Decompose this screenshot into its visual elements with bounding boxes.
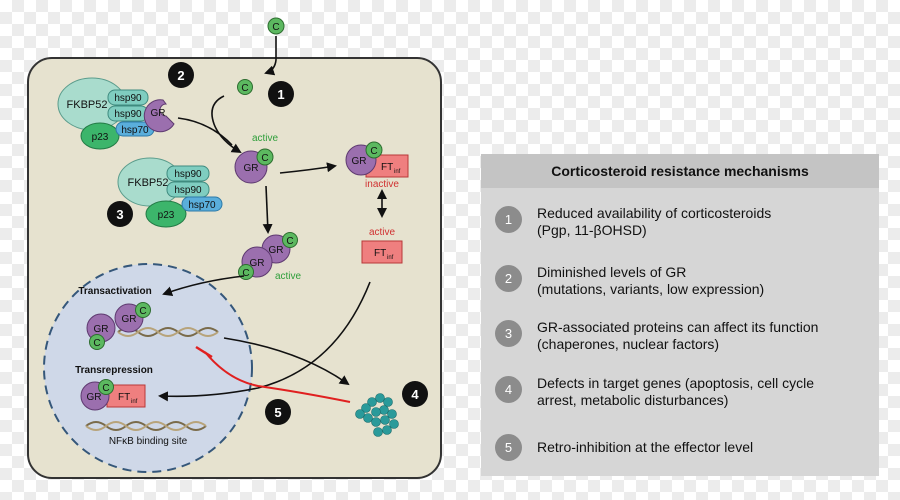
svg-text:C: C: [241, 83, 248, 94]
complex-release-line: [177, 117, 233, 146]
svg-text:3: 3: [116, 207, 123, 222]
mechanism-text: Reduced availability of corticosteroids(…: [537, 205, 772, 238]
gr-ft-complex-nucleus: FT inf GR C: [80, 379, 146, 411]
mechanism-number-badge: 3: [495, 320, 522, 347]
step-marker-4: 4: [402, 381, 428, 407]
mechanism-item: 4 Defects in target genes (apoptosis, ce…: [495, 375, 867, 409]
mechanism-item: 5 Retro-inhibition at the effector level: [495, 434, 867, 461]
gr-to-ft-arrow: [279, 162, 337, 174]
gr-dimer-on-dna: GR C GR C: [86, 302, 151, 350]
transrepression-label: Transrepression: [75, 365, 153, 376]
svg-text:GR: GR: [244, 163, 259, 174]
mechanism-number-badge: 4: [495, 376, 522, 403]
nuclear-entry-arrow: [162, 275, 245, 296]
svg-text:GR: GR: [269, 245, 284, 256]
svg-text:GR: GR: [94, 324, 109, 335]
svg-text:hsp90: hsp90: [174, 169, 202, 180]
svg-text:GR: GR: [122, 314, 137, 325]
ft-inactive-label: inactive: [365, 179, 399, 190]
mechanism-text: Defects in target genes (apoptosis, cell…: [537, 375, 815, 408]
step-marker-5: 5: [265, 399, 291, 425]
svg-text:5: 5: [274, 405, 281, 420]
mechanism-text: Diminished levels of GR(mutations, varia…: [537, 264, 765, 297]
release-arrow: [211, 95, 242, 154]
svg-text:GR: GR: [250, 258, 265, 269]
ligand-extracellular: C: [267, 17, 285, 35]
svg-text:GR: GR: [352, 156, 367, 167]
nfkb-binding-site-label: NFκB binding site: [109, 436, 188, 447]
svg-text:hsp90: hsp90: [114, 93, 142, 104]
svg-text:GR: GR: [87, 392, 102, 403]
panel-title: Corticosteroid resistance mechanisms: [481, 154, 879, 188]
step-marker-1: 1: [268, 81, 294, 107]
svg-text:C: C: [261, 153, 268, 164]
mechanism-item: 3 GR-associated proteins can affect its …: [495, 319, 867, 353]
svg-text:C: C: [139, 306, 146, 317]
inhibition-bar: [195, 345, 213, 359]
svg-text:hsp90: hsp90: [114, 109, 142, 120]
mechanism-number-badge: 1: [495, 206, 522, 233]
chaperone-complex-with-gr: FKBP52 p23 hsp90 hsp90 hsp70 GR: [57, 77, 175, 150]
gr-dimer-active-label: active: [275, 271, 302, 282]
mechanism-number-badge: 2: [495, 265, 522, 292]
transcription-arrow: [223, 337, 350, 386]
gr-translocation-arrow: [262, 185, 273, 234]
svg-text:FT: FT: [374, 248, 386, 259]
dna-transactivation: [117, 327, 219, 337]
svg-text:C: C: [286, 236, 293, 247]
chaperone-complex-free: FKBP52 p23 hsp90 hsp90 hsp70: [117, 157, 223, 228]
retro-inhibition-line: [204, 351, 351, 403]
mechanism-item: 2 Diminished levels of GR(mutations, var…: [495, 264, 867, 298]
gr-ft-complex-inactive: FT inf GR C: [345, 141, 409, 178]
mechanism-item: 1 Reduced availability of corticosteroid…: [495, 205, 867, 239]
svg-text:1: 1: [277, 87, 284, 102]
gr-active-label: active: [252, 133, 279, 144]
ft-active: FT inf: [361, 240, 403, 264]
mechanism-number-badge: 5: [495, 434, 522, 461]
step-marker-3: 3: [107, 201, 133, 227]
transactivation-label: Transactivation: [78, 286, 151, 297]
svg-text:FT: FT: [381, 162, 393, 173]
svg-text:C: C: [102, 383, 109, 394]
mechanism-text: Retro-inhibition at the effector level: [537, 439, 754, 455]
dna-nfkb-site: [85, 421, 207, 431]
svg-text:p23: p23: [92, 132, 109, 143]
gr-ligand-complex-cytoplasm: GR C: [234, 148, 274, 184]
svg-text:inf: inf: [394, 169, 401, 175]
svg-text:hsp90: hsp90: [174, 185, 202, 196]
svg-text:p23: p23: [158, 210, 175, 221]
svg-text:GR: GR: [151, 108, 166, 119]
svg-text:2: 2: [177, 68, 184, 83]
step-marker-2: 2: [168, 62, 194, 88]
svg-text:C: C: [272, 22, 279, 33]
mechanism-text: GR-associated proteins can affect its fu…: [537, 319, 819, 352]
svg-text:hsp70: hsp70: [121, 125, 149, 136]
svg-text:FKBP52: FKBP52: [67, 99, 108, 111]
target-protein-product: [355, 393, 399, 437]
svg-text:FT: FT: [118, 392, 130, 403]
svg-text:C: C: [242, 268, 249, 279]
svg-text:C: C: [370, 146, 377, 157]
svg-text:FKBP52: FKBP52: [128, 177, 169, 189]
gr-dimer-cytoplasm: GR C GR C: [238, 232, 298, 280]
svg-text:C: C: [93, 338, 100, 349]
resistance-mechanisms-panel: Corticosteroid resistance mechanisms 1 R…: [481, 154, 879, 476]
ligand-entry-arrow: [264, 36, 277, 76]
svg-text:hsp70: hsp70: [188, 200, 216, 211]
svg-text:4: 4: [411, 387, 419, 402]
ft-active-label: active: [369, 227, 396, 238]
svg-text:inf: inf: [387, 255, 394, 261]
ligand-intracellular: C: [237, 79, 253, 95]
svg-text:inf: inf: [131, 399, 138, 405]
